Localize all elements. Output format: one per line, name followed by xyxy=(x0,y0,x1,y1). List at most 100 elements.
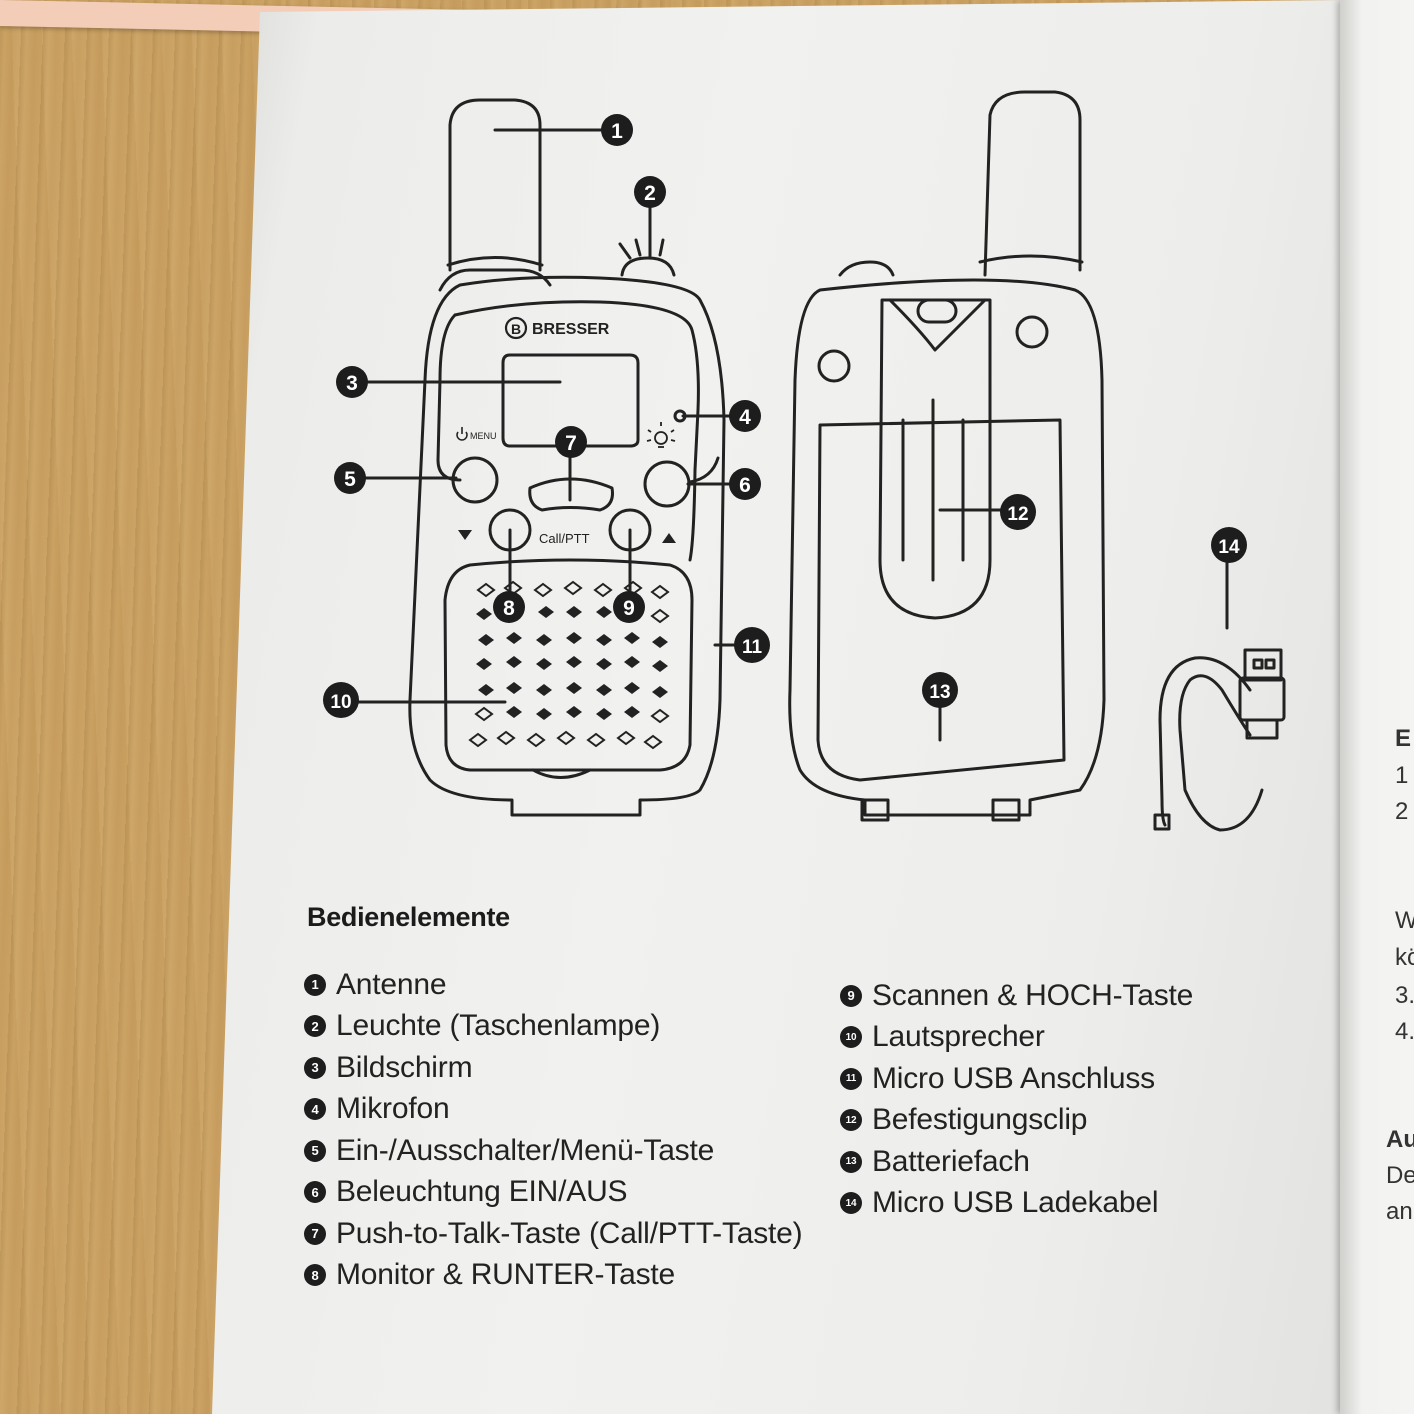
svg-text:11: 11 xyxy=(742,637,763,658)
call-ptt-label: Call/PTT xyxy=(539,531,590,546)
legend-number: 13 xyxy=(840,1150,862,1173)
svg-text:3: 3 xyxy=(346,372,358,395)
bresser-logo-icon: B xyxy=(504,316,528,340)
svg-text:13: 13 xyxy=(929,682,950,703)
usb-cable xyxy=(1158,656,1252,827)
legend-item: 8 Monitor & RUNTER-Taste xyxy=(304,1255,802,1297)
svg-text:12: 12 xyxy=(1007,504,1028,525)
svg-text:1: 1 xyxy=(611,120,623,143)
legend-text: Antenne xyxy=(336,967,447,1001)
legend-number: 9 xyxy=(840,984,862,1007)
svg-text:8: 8 xyxy=(503,597,515,620)
legend-text: Beleuchtung EIN/AUS xyxy=(336,1175,628,1209)
legend-item: 11 Micro USB Anschluss xyxy=(840,1058,1193,1100)
speaker-holes xyxy=(468,580,670,750)
callout-7: 7 xyxy=(555,426,587,458)
power-icon xyxy=(456,427,468,441)
ptt-button xyxy=(528,477,614,512)
right-page-fragment: 1 xyxy=(1395,762,1409,789)
legend-number: 6 xyxy=(304,1181,326,1204)
svg-text:4: 4 xyxy=(739,406,751,429)
right-page-fragment: W xyxy=(1395,907,1414,934)
down-arrow-icon xyxy=(458,530,472,540)
svg-text:14: 14 xyxy=(1218,537,1240,558)
light-button xyxy=(643,460,691,508)
legend-number: 10 xyxy=(840,1026,862,1049)
legend-number: 12 xyxy=(840,1109,862,1132)
legend-item: 1 Antenne xyxy=(304,964,802,1006)
legend-item: 9 Scannen & HOCH-Taste xyxy=(840,975,1193,1017)
legend-text: Befestigungsclip xyxy=(872,1103,1088,1137)
callout-6: 6 xyxy=(729,468,761,500)
menu-label: MENU xyxy=(470,431,497,441)
bulb-icon xyxy=(646,422,676,448)
legend-number: 8 xyxy=(304,1264,326,1287)
legend-item: 4 Mikrofon xyxy=(304,1089,802,1131)
legend-text: Batteriefach xyxy=(872,1144,1030,1178)
legend-number: 3 xyxy=(304,1056,326,1079)
callout-10: 10 xyxy=(323,682,359,718)
legend-text: Mikrofon xyxy=(336,1092,450,1126)
front-screen xyxy=(501,353,640,448)
legend-text: Micro USB Ladekabel xyxy=(872,1186,1159,1220)
callout-12: 12 xyxy=(1000,494,1036,530)
right-page-fragment: 4. xyxy=(1395,1018,1414,1045)
speaker-grille xyxy=(443,558,694,772)
legend-item: 7 Push-to-Talk-Taste (Call/PTT-Taste) xyxy=(304,1213,803,1255)
belt-clip xyxy=(878,298,992,620)
right-page-fragment: De xyxy=(1386,1162,1414,1189)
callout-14: 14 xyxy=(1211,527,1247,563)
legend-number: 2 xyxy=(304,1015,326,1038)
callouts: 1 2 3 4 5 6 7 8 9 10 11 12 13 14 xyxy=(323,114,1247,718)
callout-3: 3 xyxy=(336,366,368,398)
callout-11: 11 xyxy=(734,627,770,663)
svg-text:5: 5 xyxy=(344,468,356,491)
legend-text: Micro USB Anschluss xyxy=(872,1061,1155,1095)
legend-number: 14 xyxy=(840,1192,862,1215)
up-arrow-icon xyxy=(662,533,676,543)
section-title: Bedienelemente xyxy=(307,902,510,932)
legend-item: 6 Beleuchtung EIN/AUS xyxy=(304,1172,802,1214)
callout-9: 9 xyxy=(613,591,645,623)
legend-text: Bildschirm xyxy=(336,1050,473,1084)
right-page-fragment: E xyxy=(1395,725,1412,752)
back-antenna xyxy=(983,90,1082,277)
svg-text:2: 2 xyxy=(644,182,656,205)
legend-text: Lautsprecher xyxy=(872,1020,1045,1054)
callout-5: 5 xyxy=(334,462,366,494)
callout-8: 8 xyxy=(493,591,525,623)
right-page-fragment: kö xyxy=(1395,944,1414,971)
svg-text:B: B xyxy=(511,321,521,337)
brand-label: BRESSER xyxy=(532,321,610,338)
svg-text:9: 9 xyxy=(623,597,635,620)
legend-number: 11 xyxy=(840,1067,862,1090)
legend-item: 2 Leuchte (Taschenlampe) xyxy=(304,1006,802,1048)
legend-item: 13 Batteriefach xyxy=(840,1141,1193,1183)
callout-2: 2 xyxy=(634,176,666,208)
legend-text: Monitor & RUNTER-Taste xyxy=(336,1258,676,1292)
svg-text:6: 6 xyxy=(739,474,751,497)
legend-item: 12 Befestigungsclip xyxy=(840,1100,1193,1142)
legend-text: Push-to-Talk-Taste (Call/PTT-Taste) xyxy=(336,1216,803,1250)
callout-13: 13 xyxy=(922,672,958,708)
right-page-fragment: an xyxy=(1386,1198,1413,1225)
right-page-fragment: 3. xyxy=(1395,982,1414,1009)
callout-1: 1 xyxy=(601,114,633,146)
legend-item: 14 Micro USB Ladekabel xyxy=(840,1183,1193,1225)
legend-number: 4 xyxy=(304,1098,326,1121)
right-page-fragment: 2 xyxy=(1395,798,1409,825)
front-body xyxy=(408,275,726,817)
legend-number: 1 xyxy=(304,973,326,996)
legend-text: Scannen & HOCH-Taste xyxy=(872,978,1194,1012)
svg-text:7: 7 xyxy=(565,432,577,455)
legend-number: 5 xyxy=(304,1139,326,1162)
battery-cover xyxy=(816,418,1066,782)
legend-number: 7 xyxy=(304,1222,326,1245)
legend-text: Ein-/Ausschalter/Menü-Taste xyxy=(336,1133,715,1167)
callout-4: 4 xyxy=(729,400,761,432)
legend-item: 3 Bildschirm xyxy=(304,1047,802,1089)
front-antenna xyxy=(448,98,542,272)
legend-text: Leuchte (Taschenlampe) xyxy=(336,1009,661,1043)
